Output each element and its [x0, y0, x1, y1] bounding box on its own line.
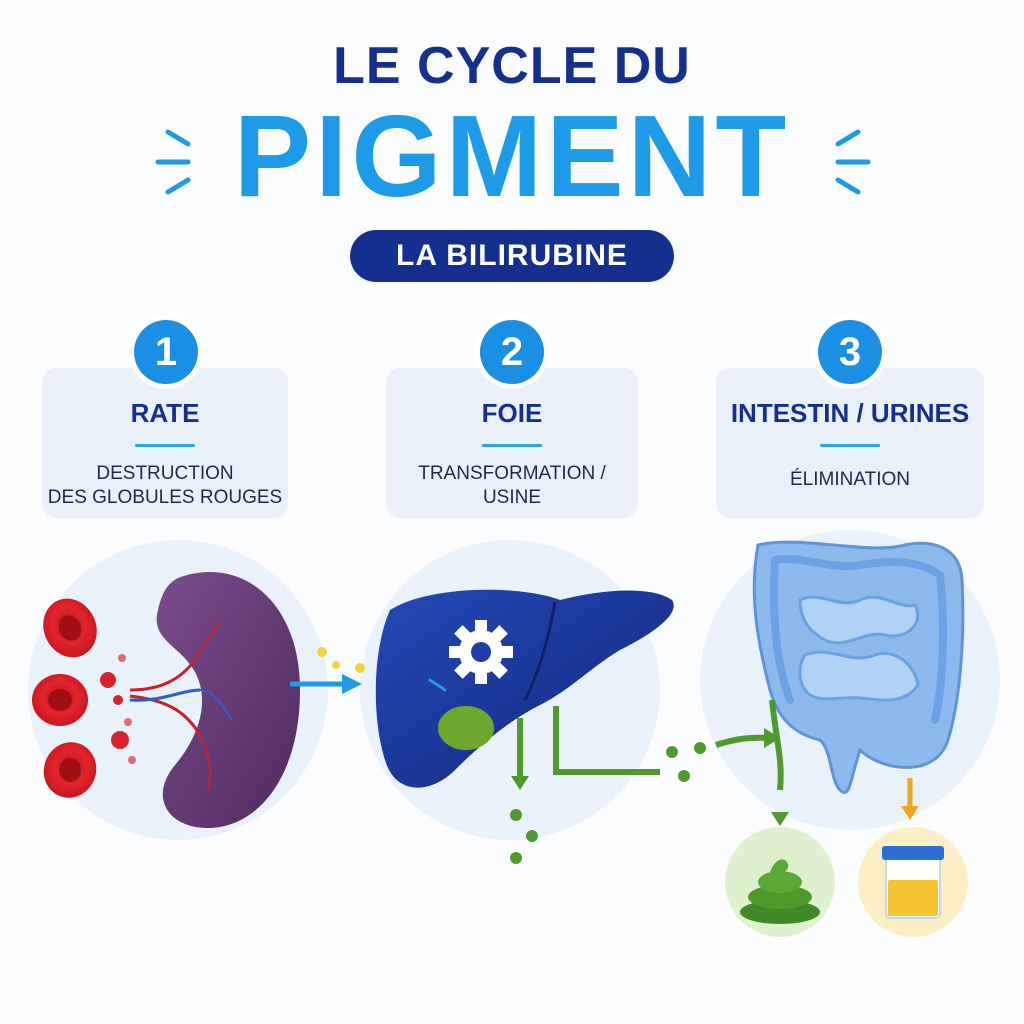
step-1-number-badge: 1 — [134, 320, 198, 384]
right-spark-icon — [835, 129, 871, 195]
bile-downward-arrowhead — [511, 776, 529, 790]
step-2-underline — [482, 444, 542, 447]
stool-icon — [740, 859, 820, 924]
step-2-number-badge: 2 — [480, 320, 544, 384]
spleen-to-liver-arrowhead — [342, 674, 362, 694]
urine-arrowhead — [901, 806, 919, 820]
step-1-underline — [135, 444, 195, 447]
step-card-2: FOIE TRANSFORMATION / USINE — [386, 368, 638, 518]
red-blood-cell-icon — [32, 598, 136, 798]
bile-dots-down — [510, 809, 538, 864]
spleen-icon — [129, 572, 300, 829]
step-3-title: INTESTIN / URINES — [730, 398, 970, 428]
urine-cup-icon — [882, 846, 944, 919]
intestine-icon — [752, 540, 965, 794]
step-2-desc-line-2: USINE — [482, 487, 542, 508]
step-1-description: DESTRUCTION DES GLOBULES ROUGES — [42, 462, 288, 510]
bile-duct-line — [553, 706, 660, 775]
gallbladder-icon — [438, 706, 494, 750]
step-card-1: RATE DESTRUCTION DES GLOBULES ROUGES — [42, 368, 288, 518]
step-2-title: FOIE — [481, 398, 543, 428]
step-card-3: INTESTIN / URINES ÉLIMINATION — [716, 368, 984, 518]
step-3-description: ÉLIMINATION — [716, 468, 984, 492]
step-3-desc-line-1: ÉLIMINATION — [790, 469, 910, 490]
title-line-1: LE CYCLE DU — [333, 37, 691, 95]
step-3-underline — [820, 444, 880, 447]
step-2-desc-line-1: TRANSFORMATION / — [418, 463, 606, 484]
step-1-title: RATE — [130, 398, 200, 428]
bile-to-intestine-arrowhead — [764, 728, 780, 748]
step-3-number-badge: 3 — [818, 320, 882, 384]
title-main: PIGMENT — [233, 91, 791, 221]
bile-dots-right — [666, 742, 706, 782]
step-1-desc-line-1: DESTRUCTION — [96, 463, 234, 484]
left-spark-icon — [155, 129, 191, 195]
step-2-description: TRANSFORMATION / USINE — [386, 462, 638, 510]
gear-icon — [449, 620, 513, 684]
step-1-desc-line-2: DES GLOBULES ROUGES — [47, 487, 283, 508]
intestine-to-stool-arrowhead — [771, 812, 789, 826]
subtitle-badge: LA BILIRUBINE — [350, 230, 674, 282]
